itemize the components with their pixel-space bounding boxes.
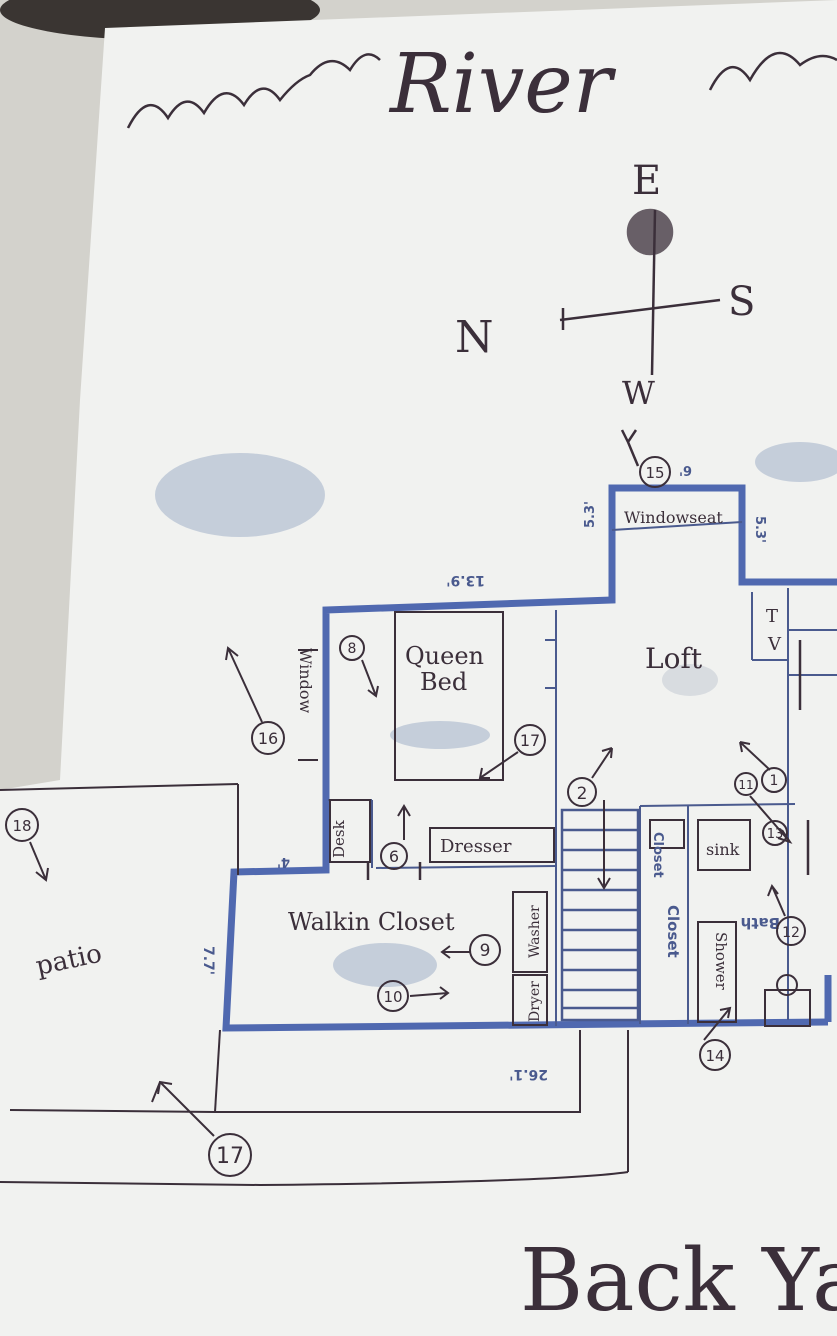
arrow-17a	[478, 751, 519, 779]
marker-13-circle	[762, 820, 788, 846]
direction-arrows	[29, 646, 793, 1137]
marker-10: 10	[383, 988, 402, 1006]
arrow-14	[703, 1006, 732, 1041]
counter-label: Closet	[650, 832, 665, 878]
marker-10-circle	[377, 980, 409, 1012]
shower-label: Shower	[712, 932, 730, 991]
furniture	[298, 611, 811, 1027]
back-yard-label: Back Yar	[520, 1231, 837, 1331]
compass-n: N	[455, 312, 494, 363]
dim-bottom-width: 26.1'	[509, 1066, 548, 1082]
marker-14-circle	[699, 1039, 731, 1071]
desk-label: Desk	[330, 819, 348, 858]
loft-label: Loft	[645, 642, 703, 675]
arrow-17b	[151, 1080, 215, 1137]
dryer-label: Dryer	[527, 981, 543, 1022]
patio-outline	[0, 783, 629, 1187]
arrow-6	[397, 804, 411, 840]
dresser-label: Dresser	[440, 836, 512, 857]
river-label: River	[388, 37, 617, 132]
washer-outline	[512, 891, 548, 973]
arrow-11	[749, 795, 793, 844]
marker-2-circle	[567, 777, 597, 807]
window-label: Window	[296, 648, 315, 713]
marker-18: 18	[12, 817, 31, 835]
marker-15: 15	[645, 464, 664, 482]
arrow-8	[361, 659, 379, 698]
compass-rose	[559, 208, 721, 467]
marker-2: 2	[577, 784, 588, 804]
compass-s: S	[728, 279, 755, 325]
marker-14: 14	[705, 1047, 724, 1065]
dresser-outline	[429, 827, 555, 863]
floor-plan-walls	[222, 484, 837, 1032]
marker-11: 11	[738, 778, 753, 792]
walkin-closet-label: Walkin Closet	[288, 908, 455, 936]
interior-walls	[328, 521, 837, 1026]
marker-12: 12	[782, 925, 800, 941]
queen-bed-label-1: Queen	[405, 642, 484, 670]
arrow-16	[225, 646, 263, 723]
arrow-12	[767, 883, 786, 917]
dryer-outline	[512, 974, 548, 1026]
tv-label-t: T	[766, 606, 778, 627]
arrow-2	[591, 747, 613, 779]
marker-1: 1	[770, 773, 779, 789]
toilet-outline	[764, 989, 811, 1027]
marker-8: 8	[348, 641, 357, 657]
tv-label-v: V	[767, 634, 782, 655]
marker-1-circle	[761, 767, 787, 793]
sink-outline	[697, 819, 751, 871]
dim-window-seat-right: 5.3'	[752, 516, 767, 543]
marker-8-circle	[339, 635, 365, 661]
dim-window-seat-left: 5.3'	[583, 501, 598, 528]
marker-9-circle	[469, 934, 501, 966]
marker-16-circle	[251, 721, 285, 755]
marker-11-circle	[734, 772, 758, 796]
dim-window-seat-top: 6'	[679, 462, 692, 477]
marker-17a: 17	[520, 731, 540, 750]
arrow-10	[409, 986, 450, 1000]
arrow-9	[440, 945, 470, 959]
marker-16: 16	[258, 729, 278, 748]
staircase	[560, 808, 640, 1022]
arrow-1	[739, 741, 771, 771]
dim-closet-height: 7.7'	[200, 946, 216, 975]
compass-e: E	[632, 158, 661, 204]
bath-label: Bath	[741, 914, 780, 932]
marker-6-circle	[380, 842, 408, 870]
shower-outline	[697, 921, 737, 1023]
marker-17b-circle	[208, 1133, 252, 1177]
marker-15-circle	[639, 456, 671, 488]
marker-6: 6	[389, 847, 399, 866]
arrow-2-down	[597, 800, 611, 890]
photo-markers	[5, 456, 806, 1177]
river-wave	[126, 51, 837, 129]
marker-17a-circle	[514, 724, 546, 756]
desk-outline	[329, 799, 371, 863]
dim-top-width: 13.9'	[446, 572, 485, 588]
marker-12-circle	[776, 916, 806, 946]
closet-label: Closet	[664, 905, 682, 958]
window-seat-label: Windowseat	[624, 508, 723, 527]
arrow-18	[29, 841, 49, 882]
marker-9: 9	[480, 941, 491, 961]
marker-18-circle	[5, 808, 39, 842]
paint-smudges	[155, 442, 837, 987]
sink-label: sink	[706, 840, 740, 859]
compass-w: W	[622, 374, 655, 412]
washer-label: Washer	[527, 905, 543, 958]
queen-bed-outline	[394, 611, 504, 781]
door-marks	[366, 640, 810, 880]
marker-17b: 17	[216, 1144, 244, 1169]
dim-step: 4'	[277, 854, 290, 869]
queen-bed-label-2: Bed	[420, 668, 467, 696]
counter-outline	[649, 819, 685, 849]
